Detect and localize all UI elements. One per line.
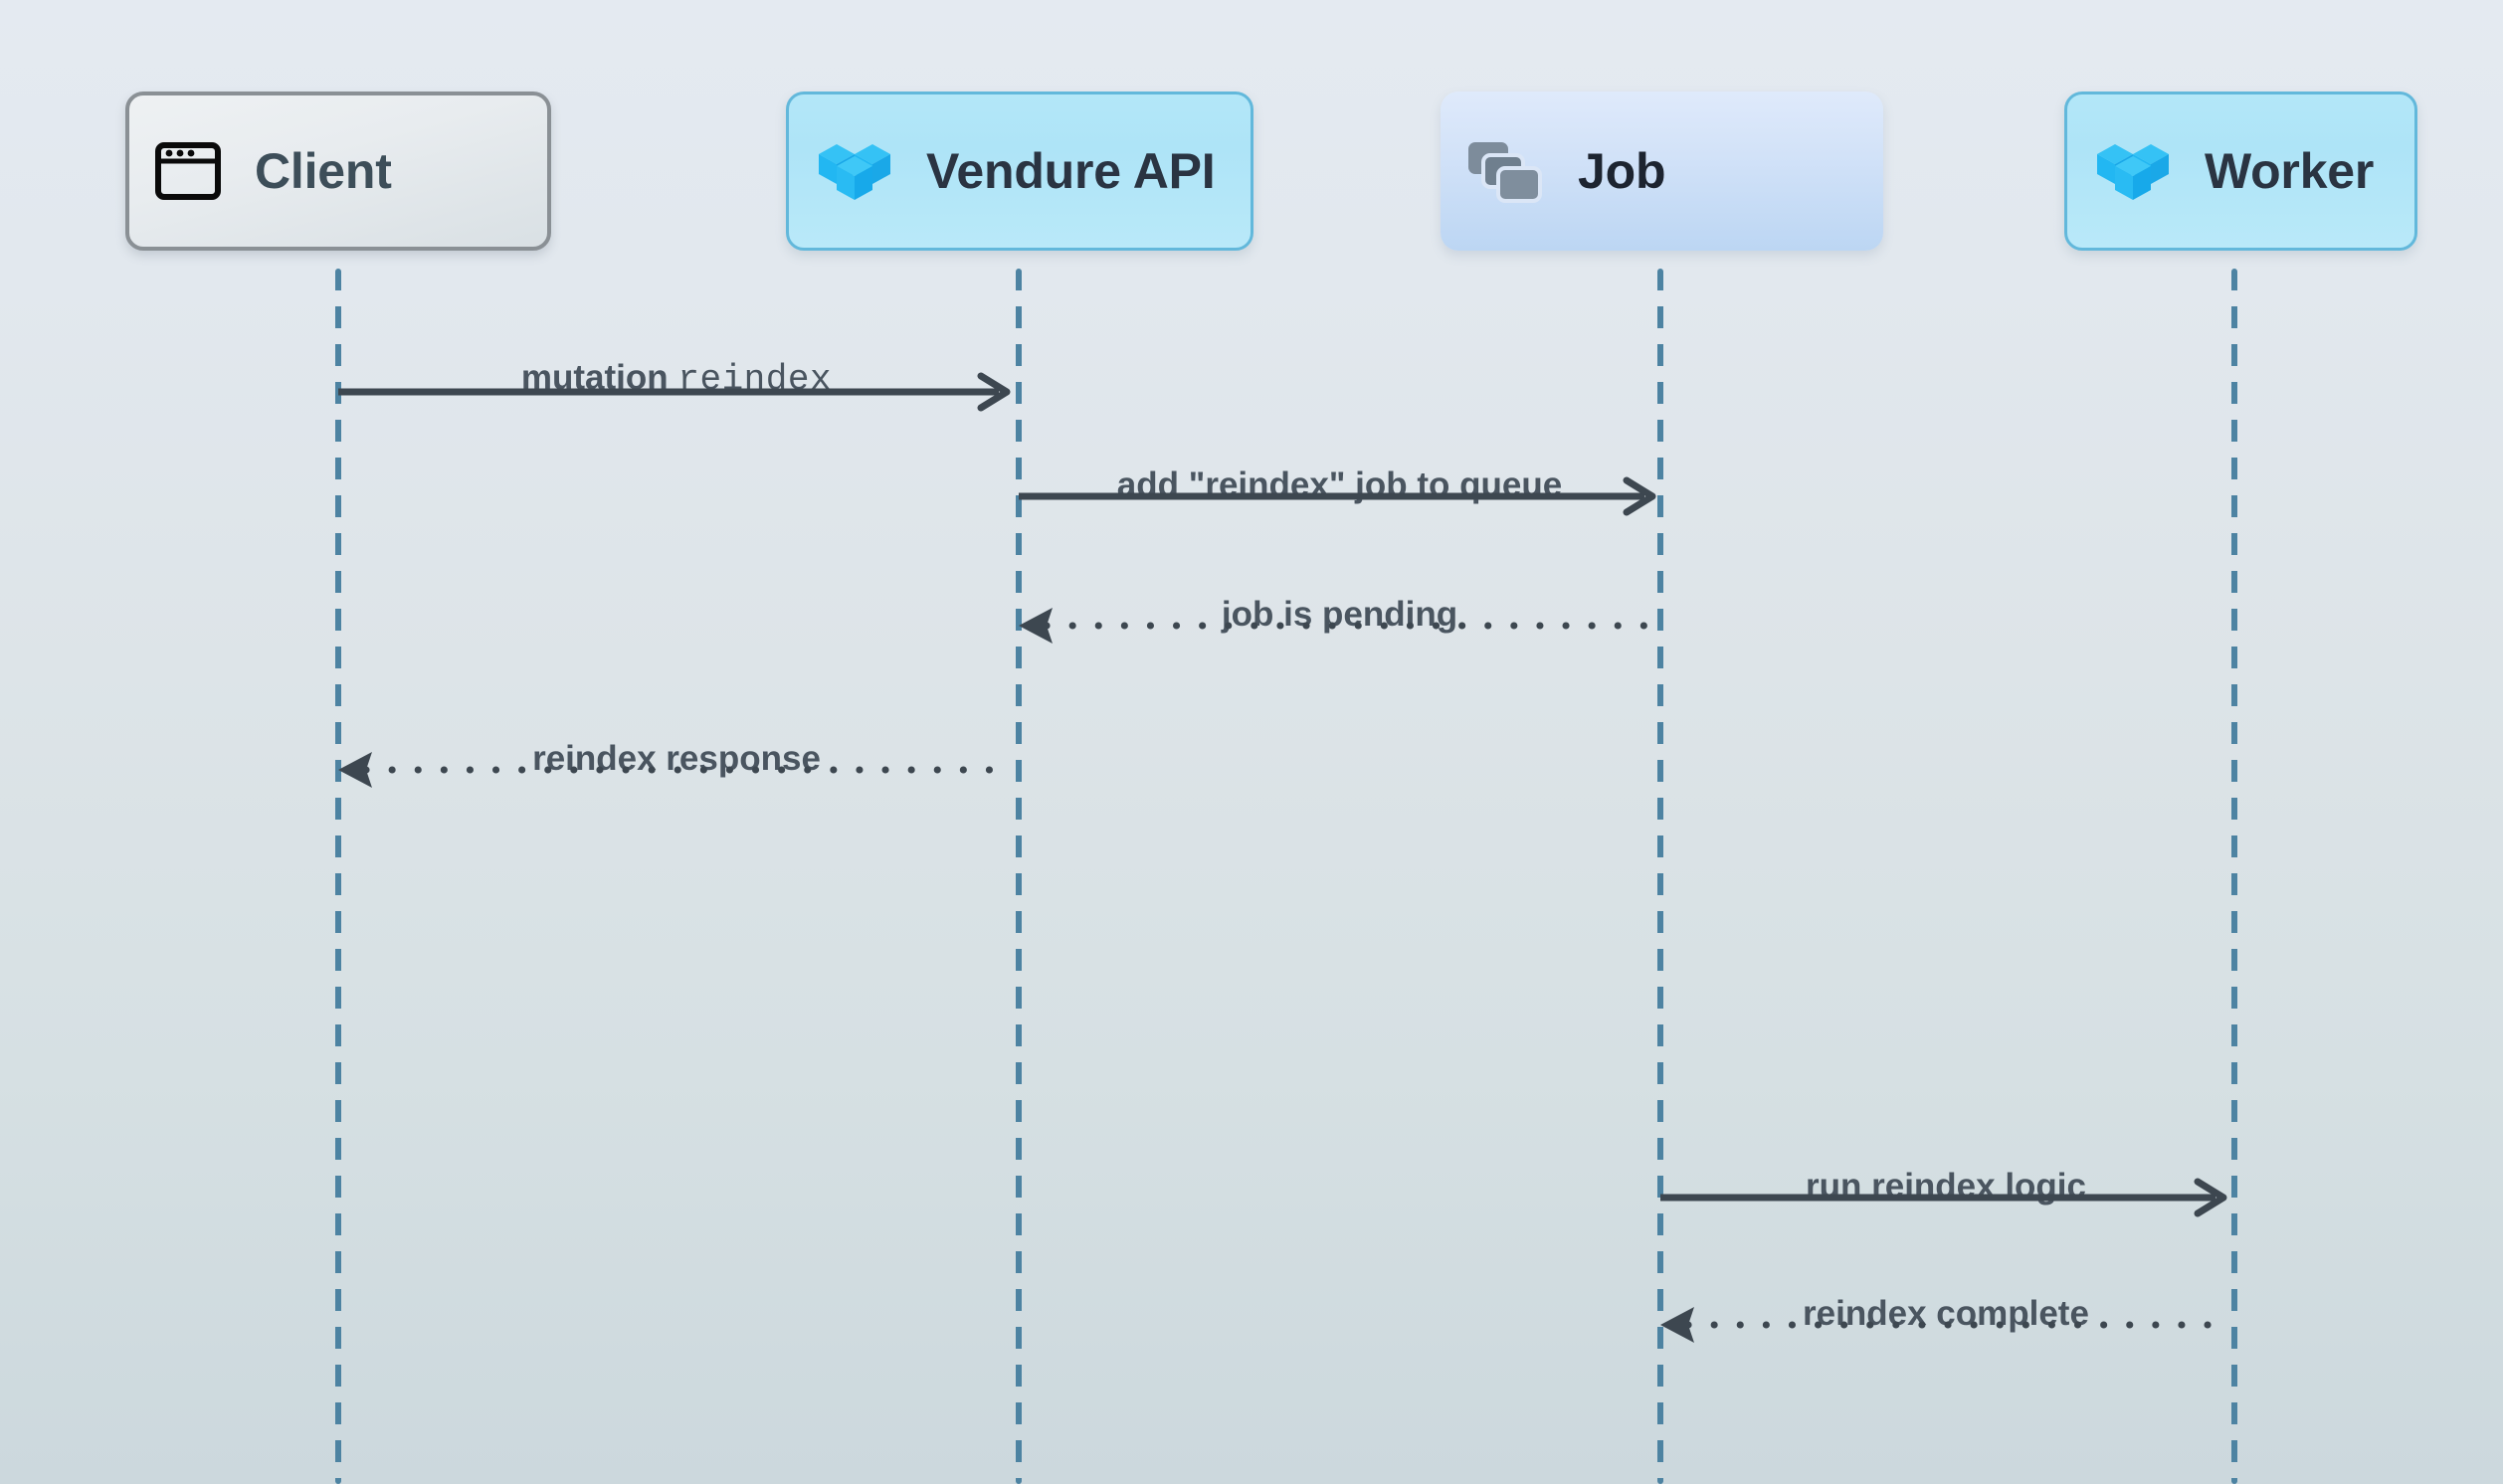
message-reindex-response: reindex response [338,706,1015,792]
message-arrow-run-reindex-logic [1660,1178,2227,1217]
lifeline-vendure-api [1016,269,1022,1484]
message-label-job-is-pending: job is pending [1221,595,1458,634]
participant-vendure-api[interactable]: Vendure API [786,92,1253,251]
vendure-cubes-icon [815,136,894,206]
participant-label-job: Job [1578,143,1666,199]
message-arrow-reindex-complete [1660,1307,2231,1343]
message-arrow-add-reindex-job-to-queue [1019,476,1656,516]
lifeline-worker [2231,269,2237,1484]
vendure-cubes-icon [2093,136,2173,206]
message-arrow-job-is-pending [1019,608,1660,644]
message-arrow-reindex-response [338,752,1015,788]
message-add-reindex-job-to-queue: add "reindex" job to queue [1019,433,1660,518]
participant-label-vendure-api: Vendure API [926,143,1216,199]
participant-worker[interactable]: Worker [2064,92,2417,251]
message-arrow-mutation-reindex [338,372,1011,412]
participant-job[interactable]: Job [1441,92,1883,251]
lifeline-client [335,269,341,1484]
participant-label-worker: Worker [2205,143,2375,199]
participant-label-client: Client [255,143,392,199]
message-mutation-reindex: mutation reindex [338,328,1015,414]
participant-client[interactable]: Client [125,92,551,251]
message-run-reindex-logic: run reindex logic [1660,1134,2231,1219]
stacked-cards-icon [1466,138,1544,204]
message-job-is-pending: job is pending [1019,562,1660,648]
browser-window-icon [155,142,221,200]
message-reindex-complete: reindex complete [1660,1261,2231,1347]
lifeline-job [1657,269,1663,1484]
